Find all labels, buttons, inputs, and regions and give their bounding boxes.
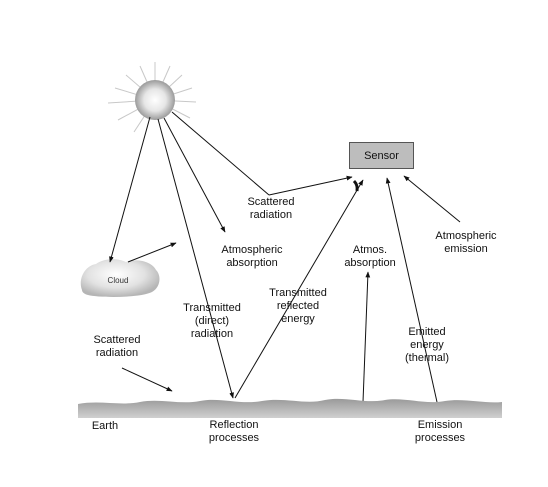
atmos-absorption-label: Atmos. absorption — [344, 244, 396, 269]
arrow-atm-emission — [403, 175, 461, 223]
arrow-sun-scatter-atm — [171, 111, 270, 196]
earth-label: Earth — [91, 420, 119, 432]
arrow-reflected-to-sensor — [234, 179, 364, 399]
scattered-radiation-left-label: Scattered radiation — [93, 334, 141, 359]
arrow-atmos-absorption — [362, 271, 371, 403]
arrow-sun-direct — [157, 118, 234, 399]
transmitted-reflected-label: Transmitted reflected energy — [269, 287, 327, 325]
emitted-energy-label: Emitted energy (thermal) — [404, 326, 449, 364]
emission-processes-label: Emission processes — [414, 419, 466, 444]
arrow-sun-to-cloud — [109, 116, 151, 263]
arrow-sun-absorption — [163, 117, 226, 233]
arrow-cloud-scatter — [127, 242, 177, 263]
cloud-label: Cloud — [107, 276, 129, 285]
sun-icon — [135, 80, 175, 120]
atmospheric-absorption-label: Atmospheric absorption — [221, 244, 283, 269]
arrow-emitted-thermal — [385, 177, 438, 403]
sensor-label: Sensor — [364, 149, 399, 162]
reflection-processes-label: Reflection processes — [208, 419, 260, 444]
arrow-scatter-to-earth — [121, 367, 173, 392]
atmospheric-emission-label: Atmospheric emission — [435, 230, 497, 255]
scattered-radiation-top-label: Scattered radiation — [247, 196, 295, 221]
sensor-box: Sensor — [349, 142, 414, 169]
cloud-icon — [80, 259, 160, 297]
earth-surface — [78, 398, 502, 418]
transmitted-direct-label: Transmitted (direct) radiation — [183, 302, 241, 340]
arrow-scatter-to-sensor — [268, 175, 353, 196]
sensor-aperture-icon — [352, 179, 359, 192]
